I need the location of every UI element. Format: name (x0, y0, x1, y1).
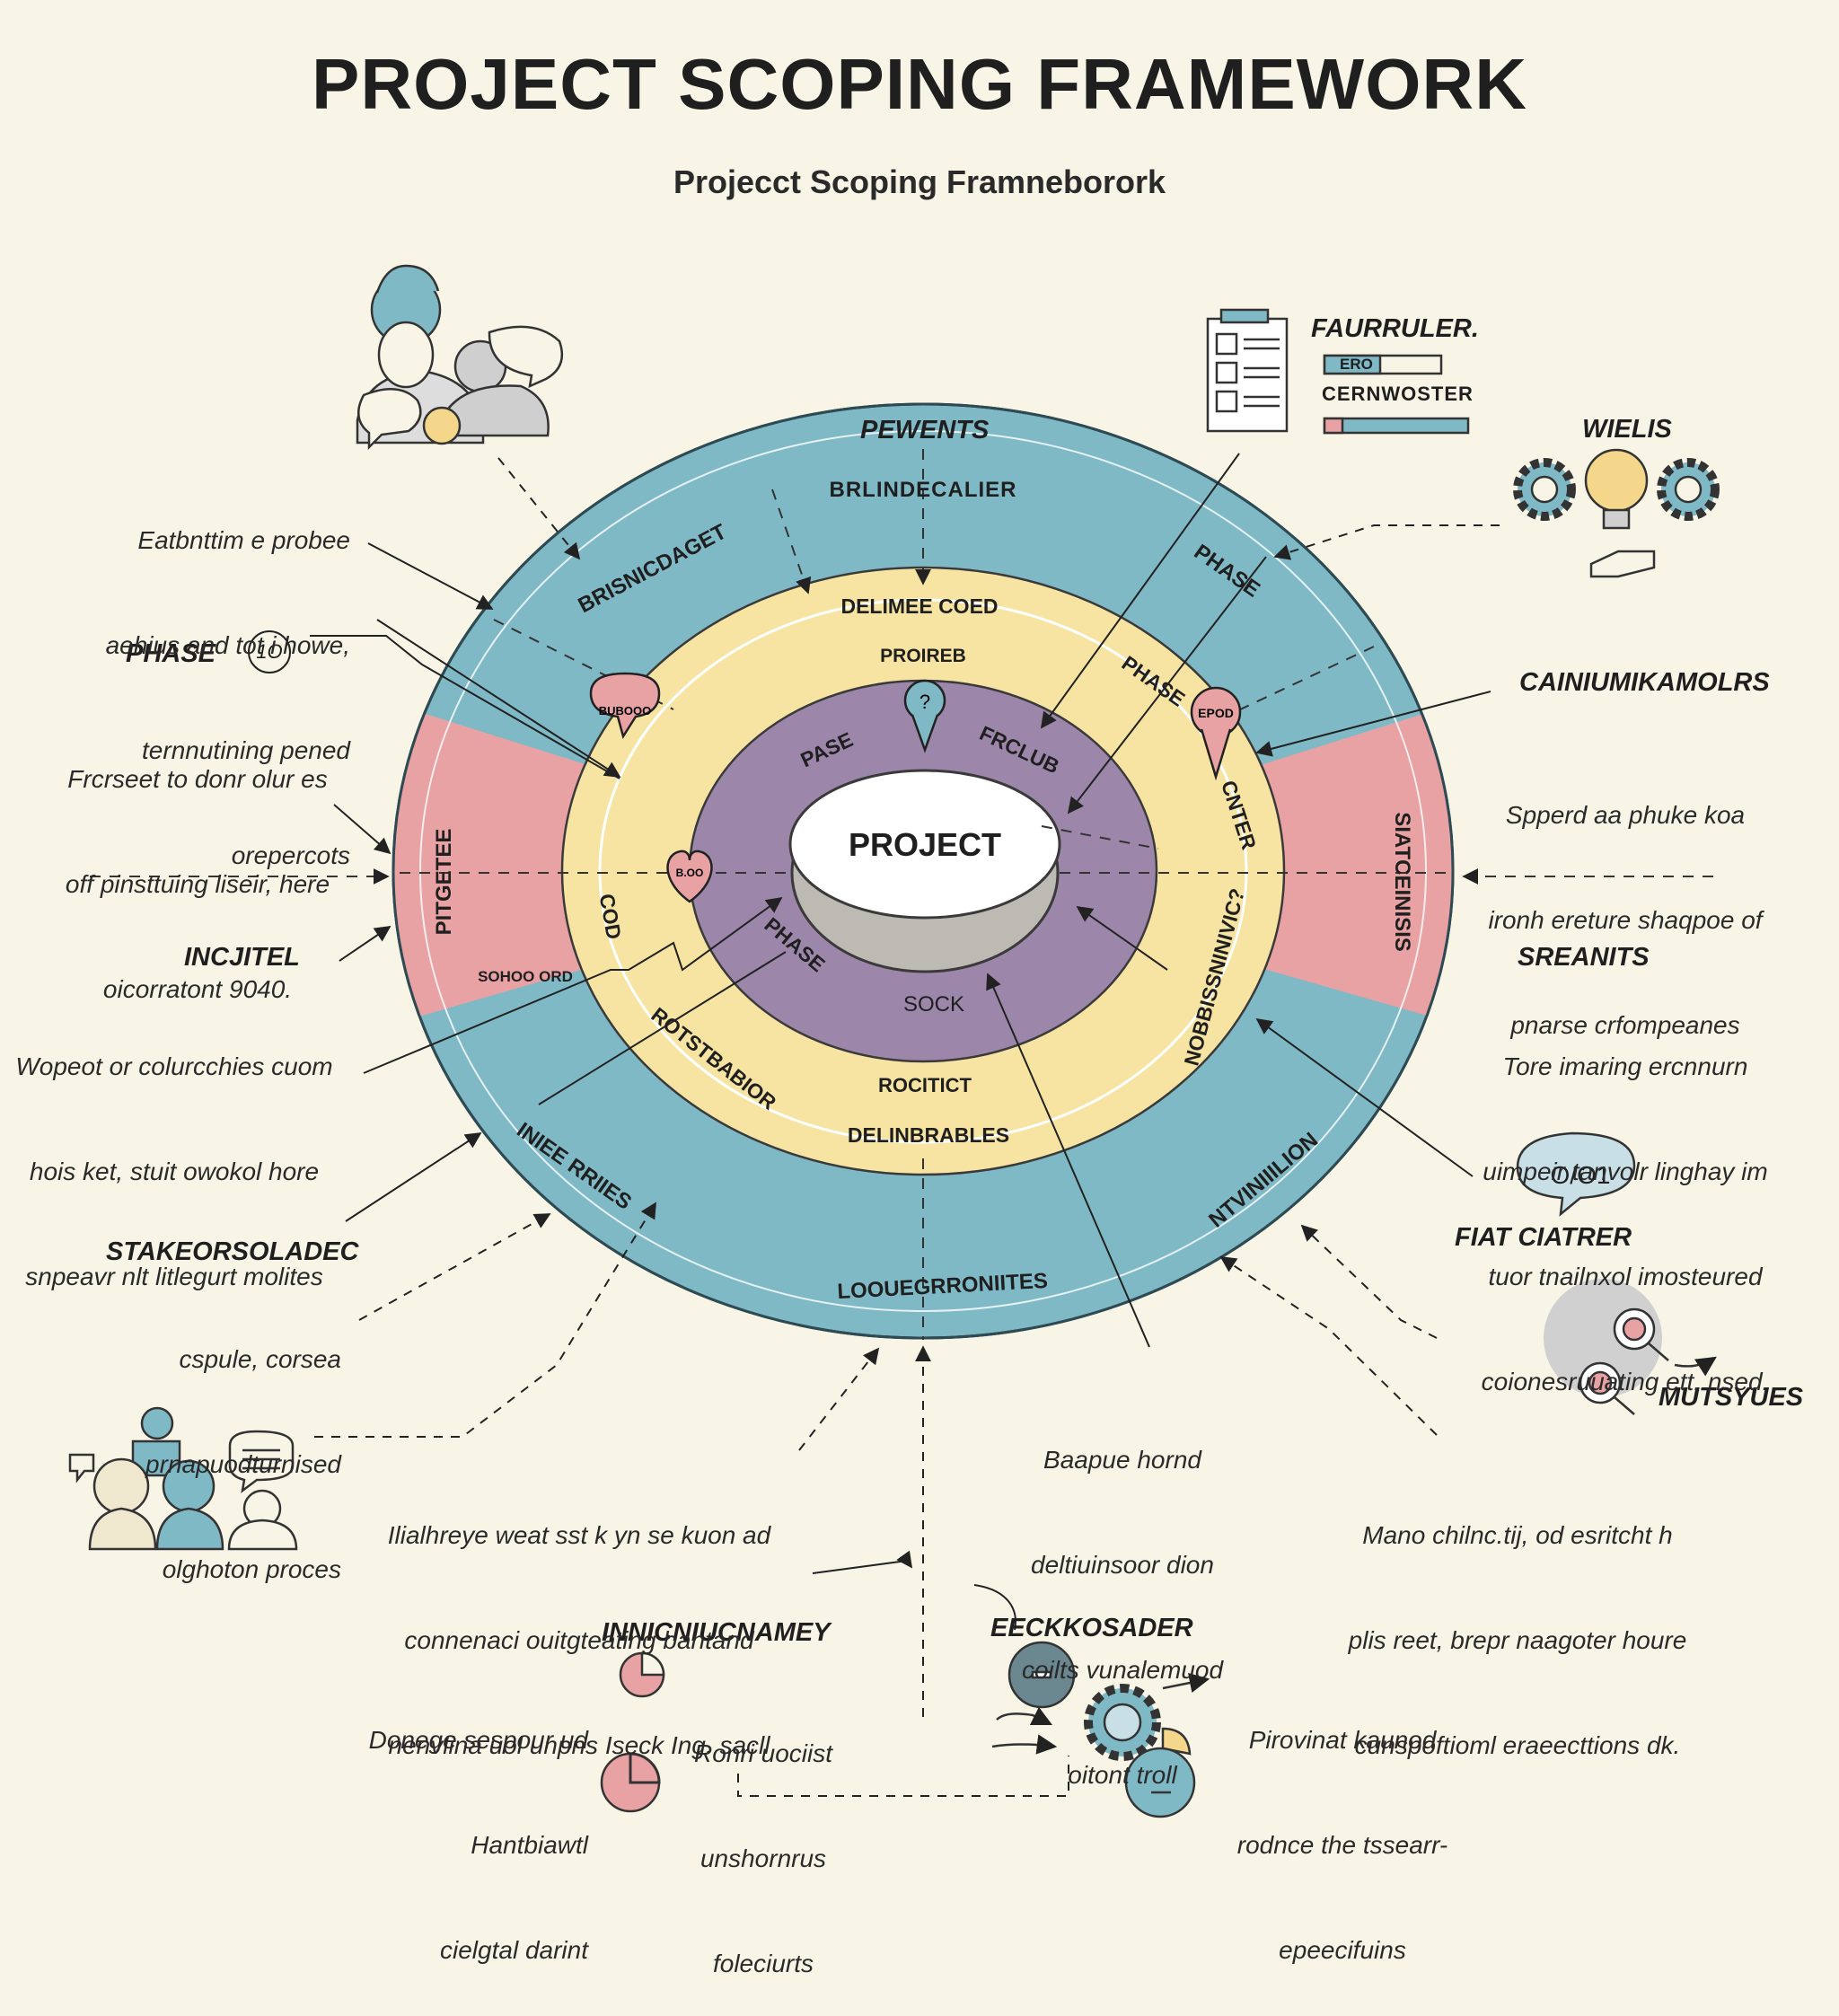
pewents-label: PEWENTS (860, 416, 990, 445)
stakeholder-text: cspule, corsea prnapuodturnised olghoton… (145, 1345, 341, 1583)
core-label: PROJECT (849, 826, 1001, 863)
inmc-text-left: Donege sespour ud Hantbiawtl cielgtal da… (368, 1726, 588, 1964)
bottom-right-text: Mano chilnc.tij, od esritcht h plis reet… (1348, 1521, 1687, 1759)
phase-label: PHASE (126, 639, 216, 668)
annotation-dashed-arrows (314, 457, 1500, 1797)
gears-lightbulb-icon (1513, 448, 1720, 578)
outer-label-right: SIATCEINISIS (1390, 812, 1414, 952)
heart-label: B.OO (676, 867, 704, 879)
map-pin-right[interactable]: EPOD (1190, 686, 1242, 781)
bottom-center-text: Baapue hornd deltiuinsoor dion coilts vu… (1021, 1446, 1224, 1789)
progress-bars (1323, 354, 1470, 435)
checklist-document-icon (1206, 308, 1289, 433)
middle-label-top-inner: PROIREB (880, 646, 966, 666)
middle-label-bottom-inner: ROCITICT (878, 1074, 972, 1096)
stakeholder-label: STAKEORSOLADEC (106, 1237, 359, 1266)
gear-process-icon (991, 1641, 1210, 1818)
wielis-label: WIELIS (1582, 415, 1672, 444)
fiat-label: FIAT CIATRER (1455, 1223, 1632, 1252)
phase-badge: 1O (248, 630, 291, 673)
heart-icon: B.OO (666, 850, 713, 903)
outer-label-top: BRLINDECALIER (830, 478, 1017, 502)
inner-label-bottom: SOCK (903, 992, 964, 1017)
faurruler-label: FAURRULER. (1311, 314, 1479, 343)
inmc-label: INNICNIUCNAMEY (602, 1618, 831, 1647)
inmc-text-right: Ronri uociist unshornrus foleciurts (693, 1739, 833, 1977)
speech-bubble-icon: O/O1 (1516, 1131, 1636, 1217)
faurruler-field: ERO (1340, 356, 1373, 373)
magnifier-icons (1544, 1279, 1717, 1415)
middle-label-top: DELIMEE COED (840, 594, 998, 618)
pin-left-label: BUBOOO (599, 704, 652, 717)
pin-right-label: EPOD (1198, 706, 1234, 720)
top-left-text: Eatbnttim e probee aehius and tot i howe… (105, 526, 350, 869)
fiat-bubble-text: O/O1 (1551, 1161, 1611, 1189)
faurruler-sub: CERNWOSTER (1322, 383, 1474, 405)
pin-top-label: ? (920, 691, 930, 713)
map-pin-left[interactable]: BUBOOO (589, 672, 661, 740)
middle-label-left-tag: SOHOO ORD (478, 968, 573, 985)
team-discussion-icon (356, 264, 564, 451)
pie-chart-icons (600, 1651, 665, 1813)
incjitel-label: INCJITEL (184, 943, 300, 972)
middle-label-bottom: DELINBRABLES (848, 1123, 1009, 1147)
comm-label: CAINIUMIKAMOLRS (1519, 668, 1770, 697)
bottom-left-text: Ilialhreye weat sst k yn se kuon ad conn… (387, 1521, 771, 1759)
sreanits-text: Tore imaring ercnnurn uimpeir tanvolr li… (1481, 1052, 1770, 1395)
page-title: PROJECT SCOPING FRAMEWORK (312, 44, 1527, 124)
eeck-label: EECKKOSADER (990, 1614, 1193, 1642)
sreanits-label: SREANITS (1518, 943, 1650, 972)
annotation-arrows (310, 453, 1491, 1631)
map-pin-top[interactable]: ? (903, 679, 946, 753)
incjitel-text: Wopeot or colurcchies cuom hois ket, stu… (15, 1052, 333, 1290)
phase-text: Frcrseet to donr olur es off pinsttuing … (65, 765, 330, 1003)
stakeholder-group-icon (68, 1406, 298, 1551)
outer-label-left: PITGETEE (432, 829, 456, 936)
page-subtitle: Projecct Scoping Framneborork (673, 163, 1166, 200)
scoping-diagram: PROJECT BRLINDECALIER BRISNICDAGET PHASE… (68, 264, 1720, 1818)
comm-text: Spperd aa phuke koa ironh ereture shaqpo… (1488, 801, 1763, 1039)
core: PROJECT (788, 769, 1061, 973)
mutsyues-label: MUTSYUES (1659, 1383, 1804, 1412)
